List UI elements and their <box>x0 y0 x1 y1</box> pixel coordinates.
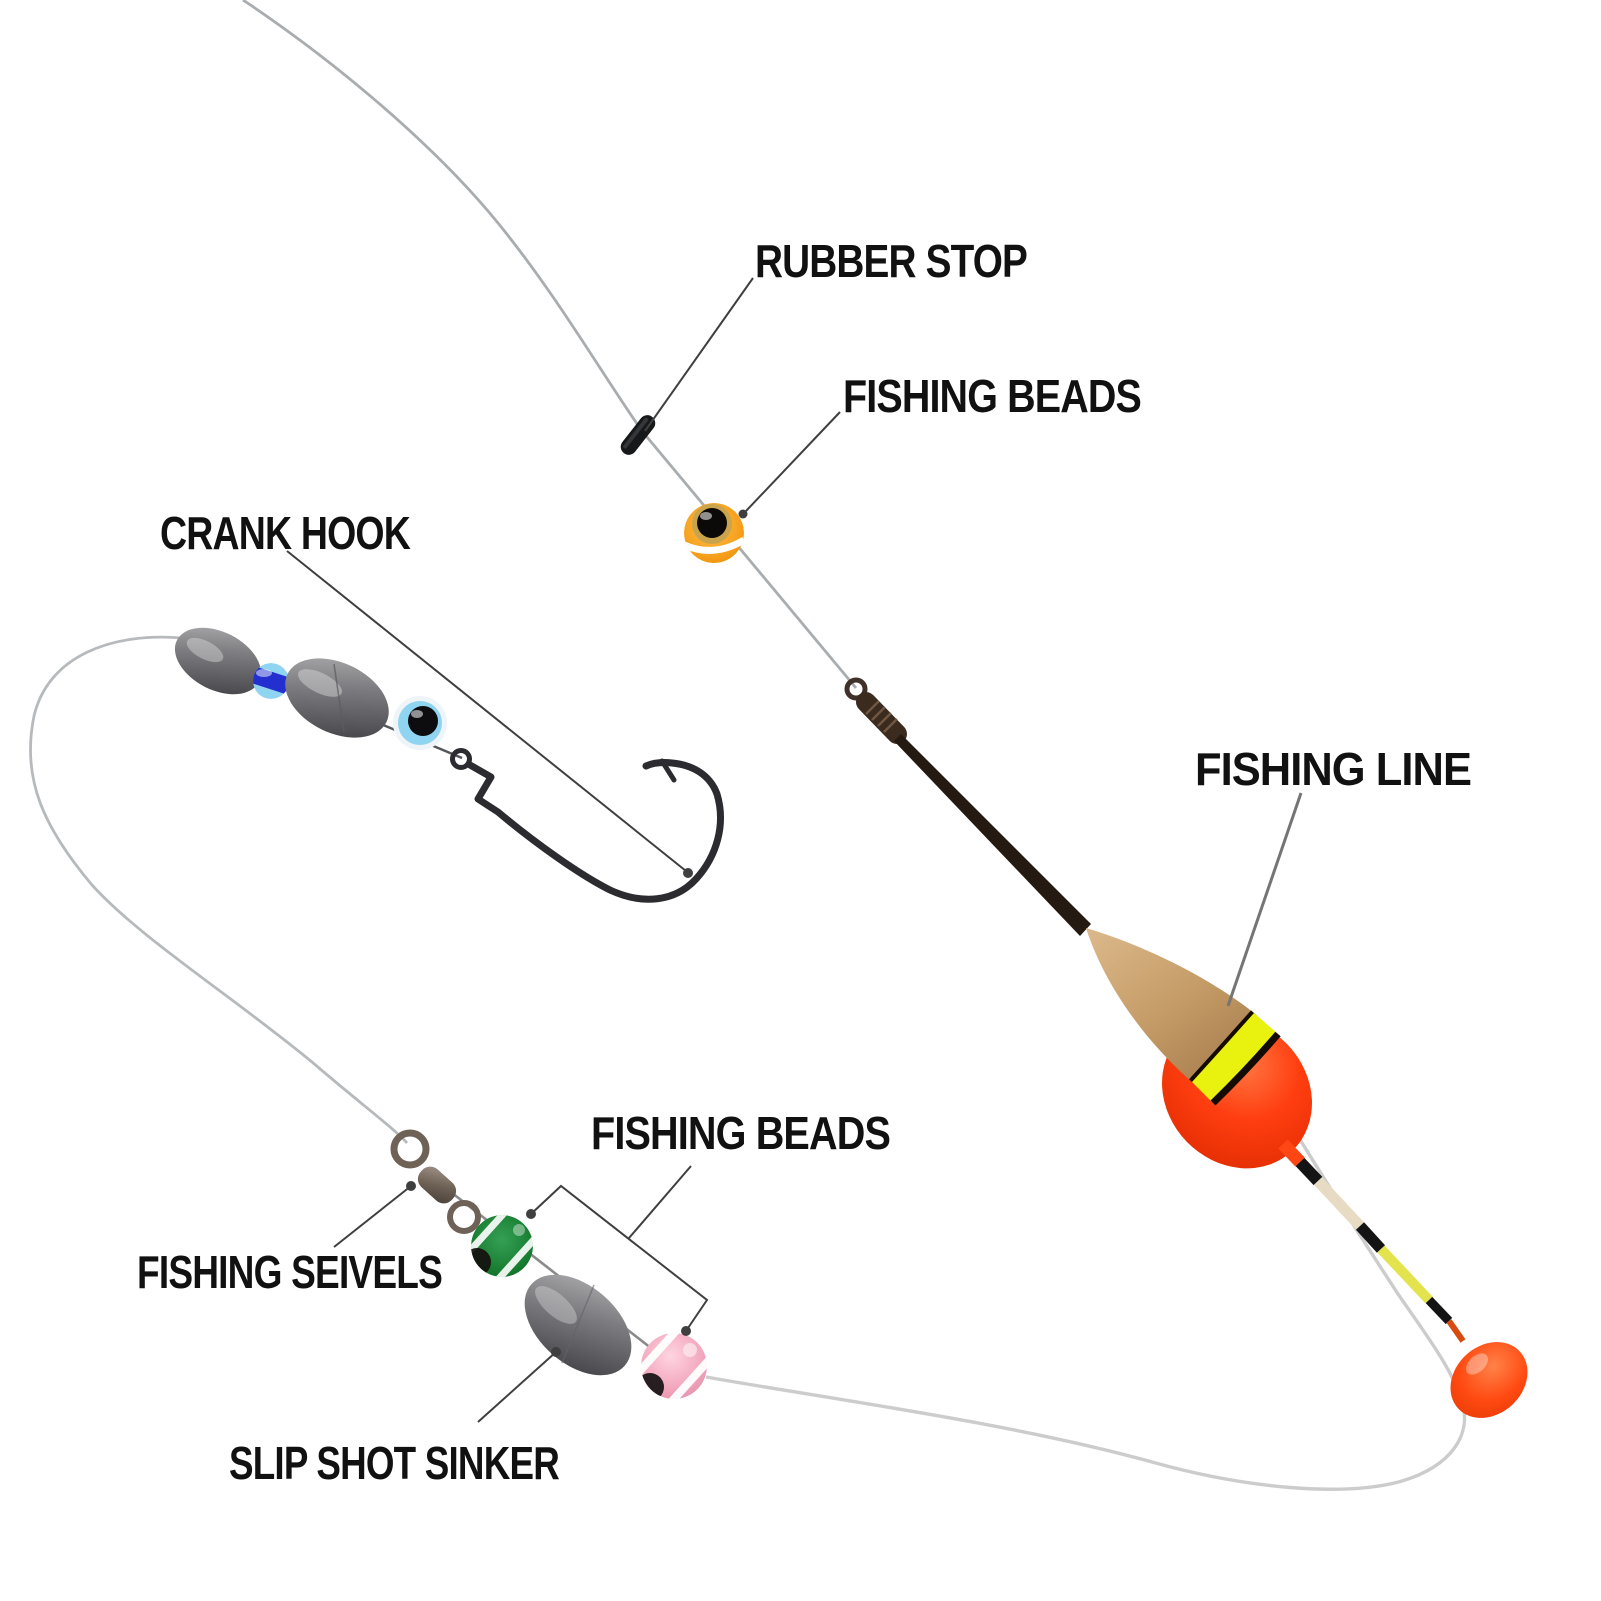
slip-shot-egg-sinker <box>524 1274 632 1376</box>
label-fishing-beads-bottom: FISHING BEADS <box>591 1107 890 1159</box>
fishing-line-c-curve <box>29 635 409 1144</box>
pointer-fishing-line <box>1226 792 1303 1007</box>
pink-fishing-bead <box>641 1333 707 1399</box>
float-lower-stem <box>1278 1139 1466 1343</box>
blue-fishing-bead <box>253 663 289 699</box>
crank-hook <box>450 748 724 903</box>
hook-barb <box>659 758 677 783</box>
pointer-fishing-beads-top <box>738 411 841 519</box>
pointer-fishing-seivels <box>333 1181 416 1248</box>
pointer-crank-hook <box>286 550 693 878</box>
pointer-rubber-stop <box>644 277 754 432</box>
float-yellow-band <box>1192 1013 1278 1103</box>
egg-sinker-medium <box>285 658 389 738</box>
slip-bobber-float <box>844 677 1528 1418</box>
float-teardrop-tip <box>1450 1342 1528 1418</box>
float-wood-cone <box>1086 928 1254 1082</box>
label-fishing-beads-top: FISHING BEADS <box>843 370 1141 422</box>
orange-eye-fishing-bead <box>684 503 744 563</box>
barrel-swivel <box>390 1129 481 1234</box>
pointer-slip-shot-sinker <box>477 1347 561 1423</box>
eye-fishing-bead <box>393 696 447 750</box>
float-eyelet <box>844 677 868 701</box>
pointer-fishing-beads-bottom <box>526 1165 709 1336</box>
label-fishing-line: FISHING LINE <box>1195 743 1471 795</box>
label-crank-hook: CRANK HOOK <box>160 507 411 559</box>
label-fishing-seivels: FISHING SEIVELS <box>137 1246 442 1298</box>
float-antenna <box>894 734 1091 936</box>
egg-sinker-small <box>174 627 262 695</box>
green-fishing-bead <box>471 1215 533 1277</box>
float-ring-lower <box>1210 1031 1281 1106</box>
label-slip-shot-sinker: SLIP SHOT SINKER <box>229 1437 560 1489</box>
label-rubber-stop: RUBBER STOP <box>755 235 1027 287</box>
fishing-line-main <box>242 0 858 689</box>
rubber-stop <box>620 415 656 455</box>
fishing-line-lower-loop <box>705 1132 1467 1491</box>
float-spring <box>856 692 907 744</box>
